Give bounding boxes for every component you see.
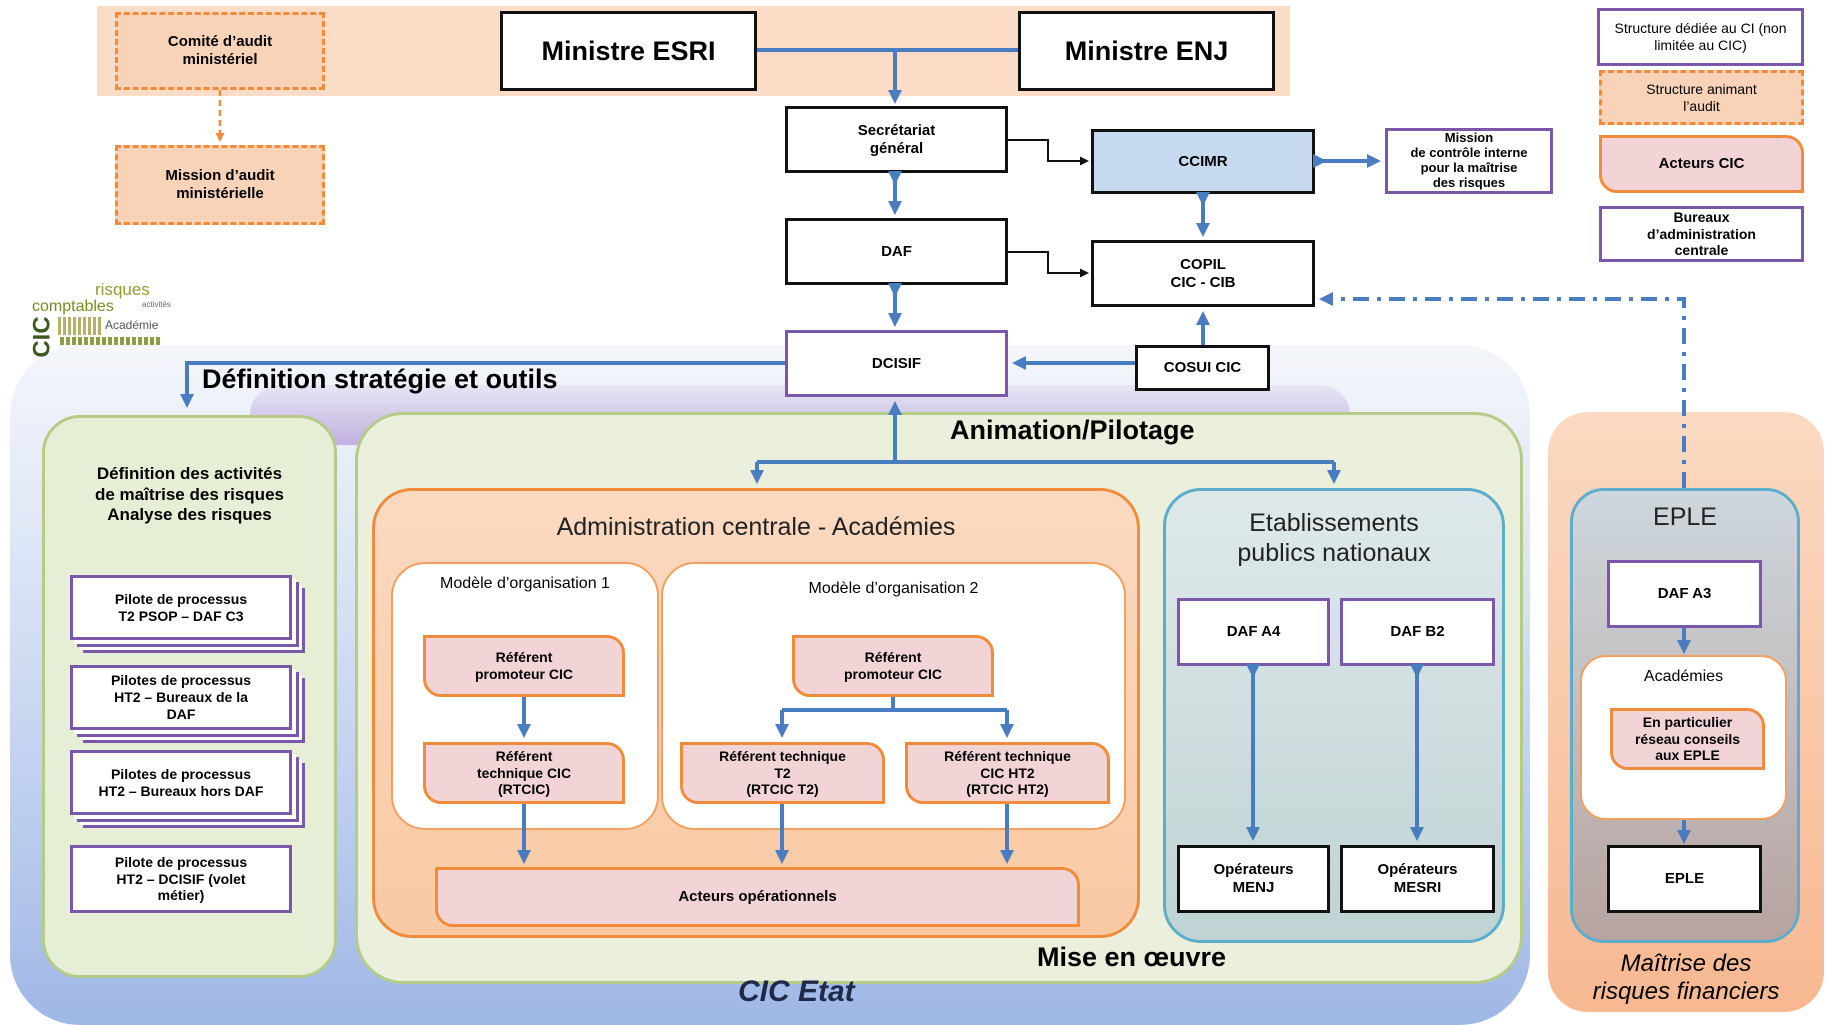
mission-audit-box: Mission d’audit ministérielle: [115, 145, 325, 225]
referent-promoteur-2: Référent promoteur CIC: [792, 635, 994, 697]
acteurs-operationnels: Acteurs opérationnels: [435, 867, 1080, 927]
left-panel-item: Pilotes de processus HT2 – Bureaux de la…: [70, 665, 292, 730]
dcisif-box: DCISIF: [785, 330, 1008, 397]
academies-title: Académies: [1643, 668, 1724, 685]
referent-technique-ht2: Référent technique CIC HT2 (RTCIC HT2): [905, 742, 1110, 804]
reseau-conseils-box: En particulier réseau conseils aux EPLE: [1610, 708, 1765, 770]
daf-a3-box: DAF A3: [1607, 560, 1762, 628]
ministre-esri-box: Ministre ESRI: [500, 11, 757, 91]
comite-audit-box: Comité d’audit ministériel: [115, 12, 325, 90]
cosui-cic-box: COSUI CIC: [1135, 345, 1270, 391]
logo-word: Académie: [105, 318, 159, 332]
operateurs-menj-box: Opérateurs MENJ: [1177, 845, 1330, 913]
left-panel-item: Pilote de processus T2 PSOP – DAF C3: [70, 575, 292, 640]
secretariat-general-box: Secrétariat général: [785, 106, 1008, 173]
daf-box: DAF: [785, 218, 1008, 285]
logo-word: CIC: [28, 316, 56, 358]
logo-word: risques: [95, 280, 150, 299]
daf-a4-box: DAF A4: [1177, 598, 1330, 666]
mise-en-oeuvre-label: Mise en œuvre: [1037, 942, 1227, 972]
definition-strategie-label: Définition stratégie et outils: [202, 364, 558, 394]
logo-word: activités: [142, 300, 171, 309]
copil-box: COPIL CIC - CIB: [1091, 240, 1315, 307]
referent-technique-t2: Référent technique T2 (RTCIC T2): [680, 742, 885, 804]
etablissements-title: Etablissements publics nationaux: [1237, 508, 1431, 567]
operateurs-mesri-box: Opérateurs MESRI: [1340, 845, 1495, 913]
cic-word-cloud-logo: risques comptables activités Académie CI…: [28, 275, 175, 358]
legend-bureaux-admin: Bureaux d’administration centrale: [1599, 206, 1804, 262]
mission-controle-interne-box: Mission de contrôle interne pour la maît…: [1385, 128, 1553, 194]
referent-promoteur-1: Référent promoteur CIC: [423, 635, 625, 697]
left-panel-title: Définition des activités de maîtrise des…: [95, 464, 284, 525]
daf-b2-box: DAF B2: [1340, 598, 1495, 666]
left-panel-item: Pilotes de processus HT2 – Bureaux hors …: [70, 750, 292, 815]
ccimr-box: CCIMR: [1091, 129, 1315, 194]
referent-technique-1: Référent technique CIC (RTCIC): [423, 742, 625, 804]
legend-acteurs-cic: Acteurs CIC: [1599, 135, 1804, 193]
admin-centrale-title: Administration centrale - Académies: [556, 513, 956, 541]
maitrise-risques-label: Maîtrise des risques financiers: [1592, 950, 1780, 1005]
eple-panel-title: EPLE: [1653, 503, 1717, 531]
legend-structure-ci: Structure dédiée au CI (non limitée au C…: [1597, 8, 1804, 66]
animation-pilotage-label: Animation/Pilotage: [950, 415, 1195, 445]
model-1-title: Modèle d’organisation 1: [440, 575, 610, 592]
left-panel-item: Pilote de processus HT2 – DCISIF (volet …: [70, 845, 292, 913]
sg-ccimr-arrow: [1008, 139, 1089, 166]
model-2-title: Modèle d’organisation 2: [808, 580, 979, 597]
legend-structure-audit: Structure animant l’audit: [1599, 70, 1804, 125]
logo-word-texture: [58, 317, 103, 335]
ministre-enj-box: Ministre ENJ: [1018, 11, 1275, 91]
eple-box: EPLE: [1607, 845, 1762, 913]
logo-word-texture: [60, 337, 160, 345]
logo-word: comptables: [32, 298, 114, 315]
cic-etat-label: CIC Etat: [738, 975, 855, 1008]
daf-copil-arrow: [1008, 251, 1089, 278]
